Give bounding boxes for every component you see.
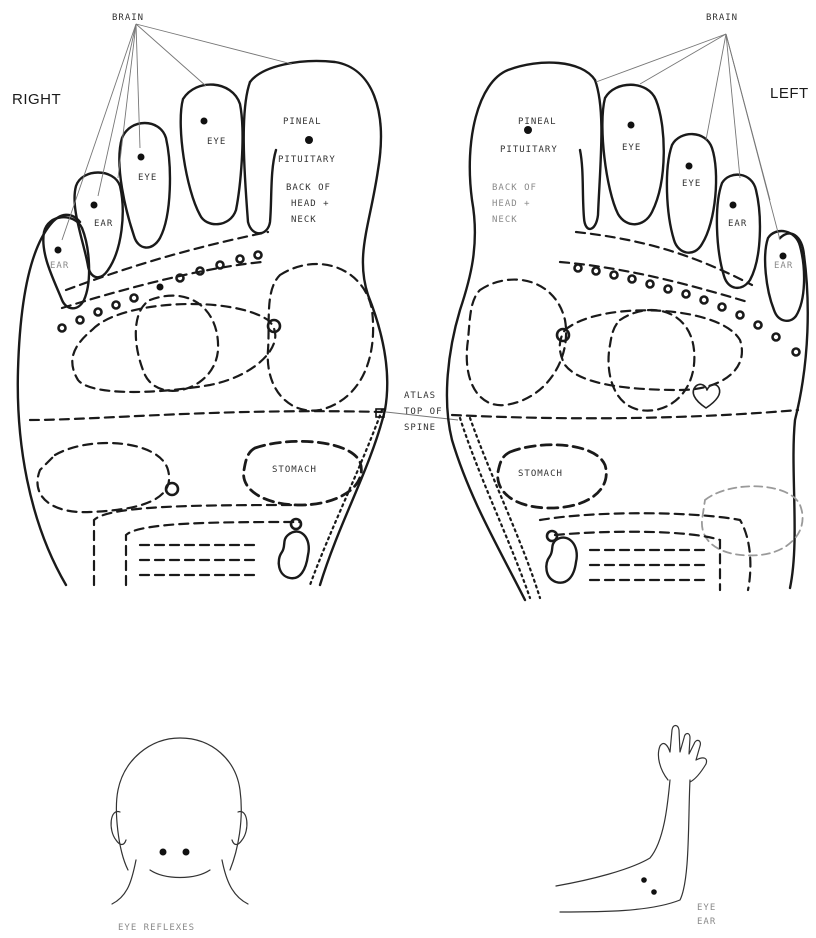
arm-view: EYE EAR — [556, 726, 716, 928]
right-back-of-label: BACK OF — [286, 183, 331, 193]
left-big-toe — [580, 80, 601, 229]
right-colon-zone — [37, 443, 169, 512]
right-neck-label: NECK — [291, 215, 317, 225]
right-foot: BRAIN EYE EYE EAR EAR PINEAL PITUITARY B… — [18, 13, 388, 585]
left-spleen-ring — [557, 329, 569, 341]
right-eye-dot-2 — [201, 118, 208, 125]
right-adrenal-ring — [291, 519, 301, 529]
left-neck-label: NECK — [492, 215, 518, 225]
right-ear-label-1: EAR — [94, 219, 113, 229]
right-eye-dot-1 — [138, 154, 145, 161]
left-eye-label-1: EYE — [622, 143, 641, 153]
left-heart-oval — [609, 310, 695, 411]
left-pituitary-label: PITUITARY — [500, 145, 558, 155]
left-toe-5 — [765, 231, 804, 321]
right-spine-line — [310, 410, 382, 585]
arm-hand — [658, 726, 706, 783]
left-eye-label-2: EYE — [682, 179, 701, 189]
head-hairline — [150, 870, 210, 878]
right-ear-dot-2 — [55, 247, 62, 254]
arm-ear-label: EAR — [697, 917, 716, 927]
right-foot-outline — [18, 61, 388, 585]
left-intestine-coils — [590, 550, 710, 580]
left-back-of-label: BACK OF — [492, 183, 537, 193]
head-right-ear — [232, 812, 247, 845]
right-appendix-ring — [166, 483, 178, 495]
right-pituitary-label: PITUITARY — [278, 155, 336, 165]
left-eye-dot-1 — [628, 122, 635, 129]
right-intestine-inner — [126, 522, 300, 585]
left-lung-zone — [560, 310, 742, 390]
right-brain-label: BRAIN — [112, 13, 144, 23]
left-waist-line — [452, 410, 798, 418]
left-ear-dot-1 — [730, 202, 737, 209]
right-waist-line — [30, 411, 382, 420]
left-brain-pointers — [596, 34, 780, 240]
head-outline — [116, 738, 241, 870]
right-ear-label-2: EAR — [50, 261, 69, 271]
left-ear-label-2: EAR — [774, 261, 793, 271]
left-pineal-label: PINEAL — [518, 117, 557, 127]
right-brain-pointers — [62, 24, 292, 240]
head-neck-left — [112, 860, 136, 904]
right-pineal-label: PINEAL — [283, 117, 322, 127]
arm-outline-lower — [560, 780, 690, 912]
right-kidney — [279, 532, 309, 579]
left-brain-label: BRAIN — [706, 13, 738, 23]
arm-eye-label: EYE — [697, 903, 716, 913]
left-toe-2 — [602, 85, 663, 225]
arm-ear-dot — [651, 889, 657, 895]
head-eye-reflex-dot-1 — [160, 849, 167, 856]
atlas-label: ATLAS — [404, 391, 436, 401]
right-head-plus-label: HEAD + — [291, 199, 330, 209]
left-kidney — [546, 538, 576, 583]
eye-reflexes-label: EYE REFLEXES — [118, 923, 195, 933]
left-spine-line — [460, 418, 530, 598]
left-toe-3 — [667, 134, 716, 253]
arm-eye-dot — [641, 877, 647, 883]
head-neck-right — [222, 860, 248, 904]
head-back-view: EYE REFLEXES — [111, 738, 248, 933]
right-pituitary-dot — [305, 136, 313, 144]
right-toe-3 — [119, 123, 170, 248]
right-big-toe — [244, 82, 276, 233]
right-ear-dot-1 — [91, 202, 98, 209]
left-spine-line-2 — [470, 418, 540, 598]
left-neck-zone — [467, 280, 566, 406]
right-liver-oval — [136, 296, 218, 391]
top-of-label: TOP OF — [404, 407, 443, 417]
left-stomach-label: STOMACH — [518, 469, 563, 479]
left-intestine-inner — [555, 532, 720, 590]
left-diaphragm-line — [576, 232, 752, 285]
right-heel-neck-zone — [268, 264, 373, 411]
left-head-plus-label: HEAD + — [492, 199, 531, 209]
right-eye-label-2: EYE — [207, 137, 226, 147]
left-ear-label-1: EAR — [728, 219, 747, 229]
arm-outline-upper — [556, 780, 670, 886]
left-intestine-outer — [540, 513, 750, 590]
left-pituitary-dot — [524, 126, 532, 134]
right-foot-title: RIGHT — [12, 91, 61, 108]
left-foot: BRAIN PINEAL PITUITARY BACK OF HEAD + NE… — [447, 13, 808, 600]
left-colon-zone — [702, 486, 803, 555]
left-ear-dot-2 — [780, 253, 787, 260]
left-foot-title: LEFT — [770, 85, 809, 102]
right-toe-2 — [181, 85, 243, 225]
spine-label: SPINE — [404, 423, 436, 433]
left-eye-dot-2 — [686, 163, 693, 170]
right-intestine-coils — [140, 545, 260, 575]
right-stomach-label: STOMACH — [272, 465, 317, 475]
right-eye-label-1: EYE — [138, 173, 157, 183]
right-lung-zone — [72, 304, 275, 392]
head-eye-reflex-dot-2 — [183, 849, 190, 856]
